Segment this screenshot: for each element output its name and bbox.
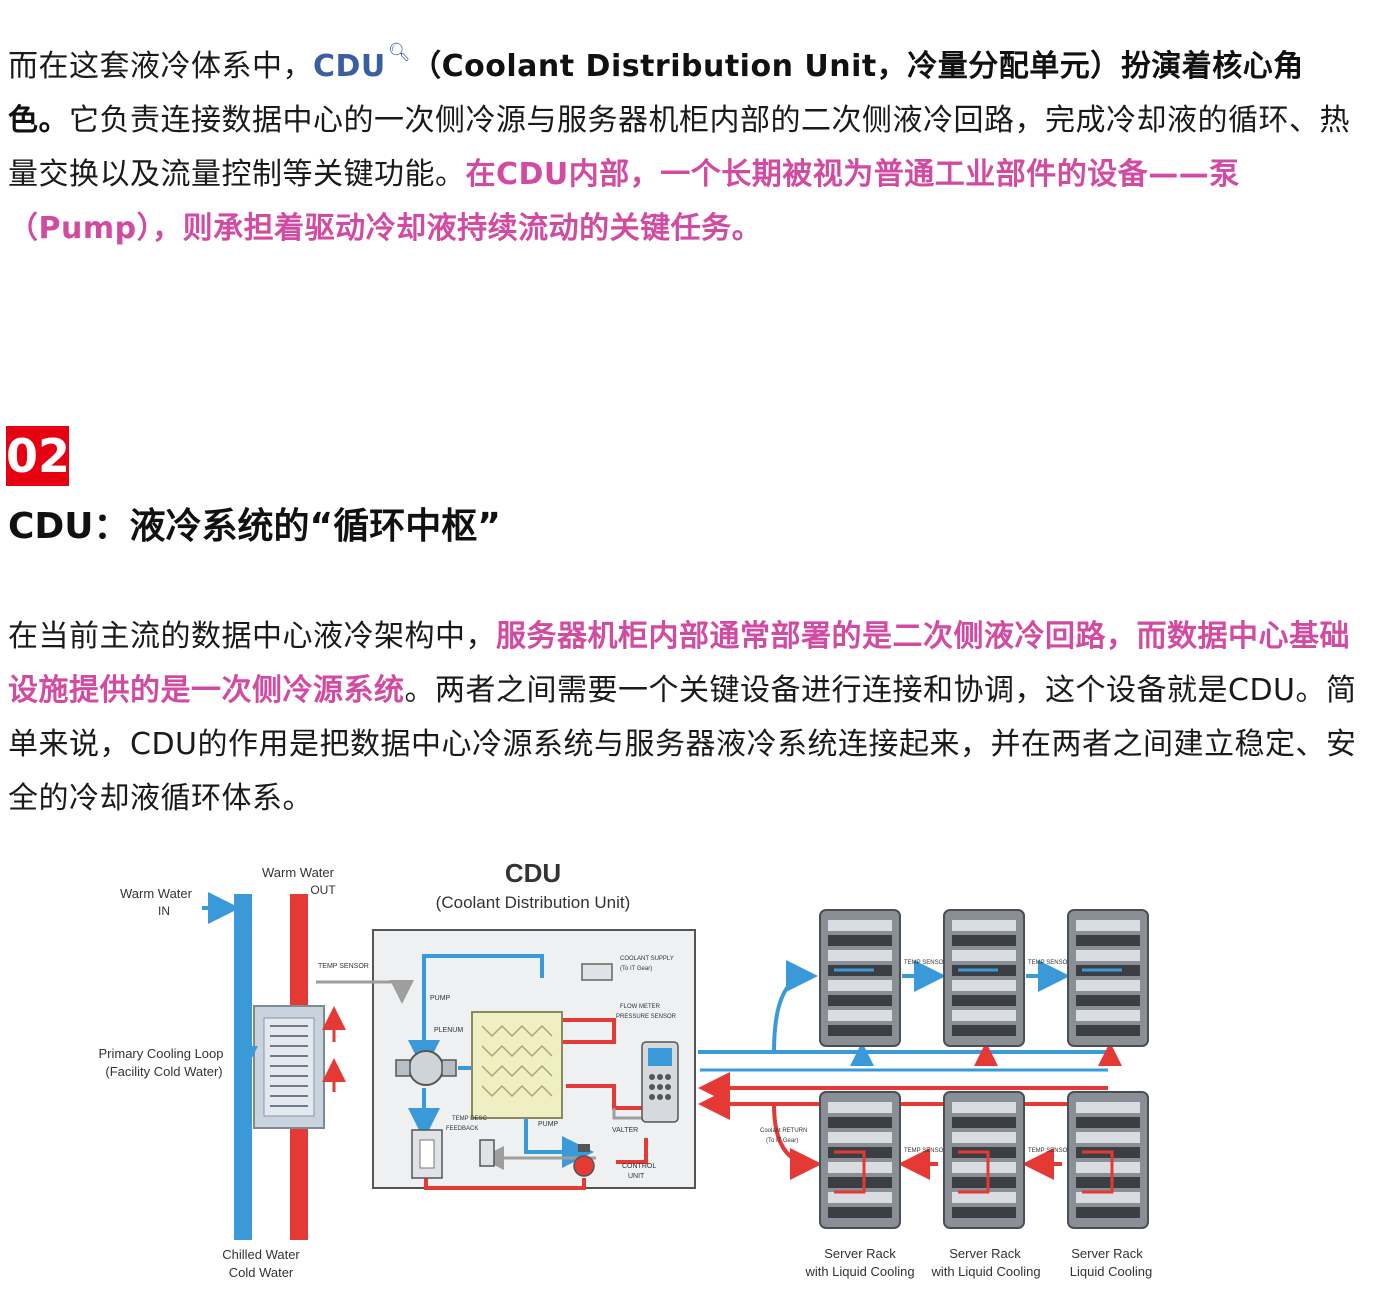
primary-loop-label: Primary Cooling Loop	[98, 1046, 223, 1061]
rack-temp-label-3: TEMP SENSOR	[904, 1148, 948, 1154]
section-title: CDU：液冷系统的“循环中枢”	[8, 506, 501, 547]
rack-label-2-sub: with Liquid Cooling	[930, 1264, 1040, 1279]
body-text-1: 在当前主流的数据中心液冷架构中，	[8, 619, 496, 654]
diagram-title: CDU	[505, 858, 561, 888]
plenum-label: PLENUM	[434, 1027, 463, 1034]
body-paragraph: 在当前主流的数据中心液冷架构中，服务器机柜内部通常部署的是二次侧液冷回路，而数据…	[8, 610, 1364, 826]
server-racks	[819, 909, 1149, 1229]
flow-meter-label-2: PRESSURE SENSOR	[616, 1014, 677, 1020]
server-rack	[943, 1091, 1025, 1229]
rack-label-1: Server Rack	[824, 1246, 896, 1261]
cdu-diagram: CDU (Coolant Distribution Unit) Warm Wat…	[86, 832, 1210, 1310]
server-rack	[943, 909, 1025, 1047]
warm-out-label-2: OUT	[310, 883, 336, 897]
diagram-subtitle: (Coolant Distribution Unit)	[436, 893, 631, 912]
pump2-label: PUMP	[538, 1121, 559, 1128]
temp-sensor-label: TEMP SENSOR	[318, 963, 369, 970]
search-icon[interactable]: 🔍︎	[387, 42, 412, 63]
server-rack	[819, 1091, 901, 1229]
warm-in-label-2: IN	[158, 904, 170, 918]
chilled-label-2: Cold Water	[229, 1265, 294, 1280]
intro-text-2: 它负责连接数据中心的一次侧冷源与服务器机柜内部的二次侧液冷回路，完成冷却液的循环…	[8, 103, 1350, 192]
rack-label-2: Server Rack	[949, 1246, 1021, 1261]
temp-desc-label: TEMP DESC	[452, 1116, 488, 1122]
coolant-supply-label: COOLANT SUPPLY	[620, 956, 674, 962]
primary-loop-label-2: (Facility Cold Water)	[105, 1064, 222, 1079]
section-number-badge: 02	[6, 426, 70, 486]
control-unit-label-2: UNIT	[628, 1173, 645, 1180]
coolant-return-label-2: (To IT Gear)	[766, 1138, 798, 1144]
server-rack	[819, 909, 901, 1047]
cold-pipe	[234, 894, 252, 1240]
body-text-2: 。两者之间需要一个关键设备进行连接和协调，这个设备就是CDU。简单来说，CDU的…	[8, 673, 1357, 816]
rack-temp-label-4: TEMP SENSOR	[1028, 1148, 1072, 1154]
rack-label-3-sub: Liquid Cooling	[1070, 1264, 1152, 1279]
coolant-supply-label-2: (To IT Gear)	[620, 966, 652, 972]
pump-icon	[408, 1050, 444, 1086]
body-highlight: 服务器机柜内部通常部署的是二次侧液冷回路，而数据中心基础设施提供的是一次侧冷源系…	[8, 619, 1350, 708]
cdu-link[interactable]: CDU	[313, 49, 386, 84]
temp-desc-label-2: FEEDBACK	[446, 1126, 478, 1132]
warm-in-label: Warm Water	[120, 886, 193, 901]
intro-highlight: 在CDU内部，一个长期被视为普通工业部件的设备——泵（Pump），则承担着驱动冷…	[8, 157, 1240, 246]
server-rack	[1067, 909, 1149, 1047]
warm-out-label: Warm Water	[262, 865, 335, 880]
intro-text-1: 而在这套液冷体系中，	[8, 49, 313, 84]
coolant-return-label: Coolant RETURN	[760, 1128, 807, 1134]
rack-temp-label-2: TEMP SENSOR	[1028, 960, 1072, 966]
chilled-label: Chilled Water	[222, 1247, 300, 1262]
control-unit-label: CONTROL	[622, 1163, 656, 1170]
rack-temp-label-1: TEMP SENSOR	[904, 960, 948, 966]
rack-label-1-sub: with Liquid Cooling	[804, 1264, 914, 1279]
plate-exchanger	[471, 1011, 563, 1119]
intro-paragraph: 而在这套液冷体系中，CDU🔍︎（Coolant Distribution Uni…	[8, 40, 1364, 256]
valter-label: VALTER	[612, 1127, 638, 1134]
rack-label-3: Server Rack	[1071, 1246, 1143, 1261]
flow-meter-label: FLOW METER	[620, 1004, 661, 1010]
pump-label: PUMP	[430, 995, 451, 1002]
intro-text-bold: （Coolant Distribution Unit，冷量分配单元）扮演着核心角…	[8, 49, 1304, 138]
server-rack	[1067, 1091, 1149, 1229]
